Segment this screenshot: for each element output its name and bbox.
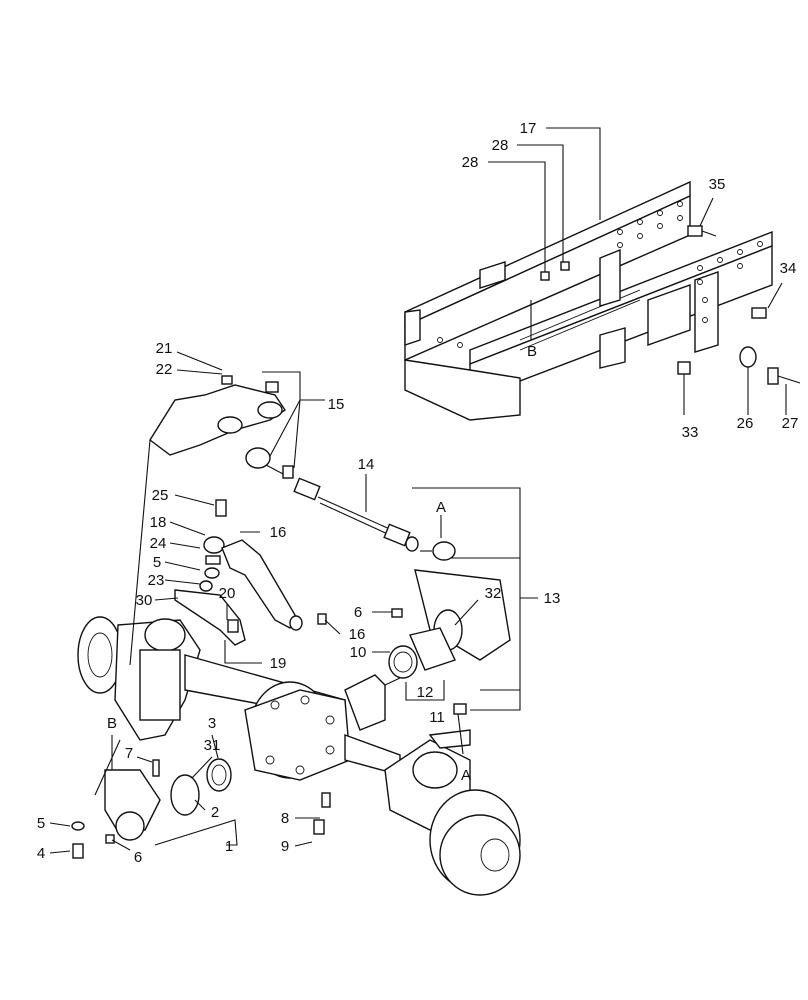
right-bracket-assembly — [388, 569, 511, 679]
callout-23: 23 — [148, 572, 165, 589]
callout-7: 7 — [125, 745, 133, 762]
callout-a-bottom: A — [461, 767, 471, 784]
callout-6-lower: 6 — [134, 849, 142, 866]
callout-9: 9 — [281, 838, 289, 855]
callout-34: 34 — [780, 260, 797, 277]
leader-lines — [49, 127, 787, 854]
callout-b-axle: B — [107, 715, 117, 732]
callout-17: 17 — [520, 120, 537, 137]
callout-22: 22 — [156, 361, 173, 378]
callout-31: 31 — [204, 737, 221, 754]
callout-21: 21 — [156, 340, 173, 357]
callout-16-lower: 16 — [349, 626, 366, 643]
callout-19: 19 — [270, 655, 287, 672]
front-frame-assembly — [404, 180, 801, 421]
tie-rod-assembly — [293, 477, 456, 561]
callout-5-upper: 5 — [153, 554, 161, 571]
callout-1: 1 — [225, 838, 233, 855]
steering-arm-assembly — [149, 375, 294, 479]
left-steering-knuckle — [77, 616, 201, 741]
callout-28-upper: 28 — [492, 137, 509, 154]
callout-4: 4 — [37, 845, 45, 862]
callout-30: 30 — [136, 592, 153, 609]
callout-24: 24 — [150, 535, 167, 552]
callout-2: 2 — [211, 804, 219, 821]
front-axle-housing — [184, 654, 401, 835]
callout-12: 12 — [417, 684, 434, 701]
callout-b-frame: B — [527, 343, 537, 360]
callout-18: 18 — [150, 514, 167, 531]
callout-6-upper: 6 — [354, 604, 362, 621]
callout-8: 8 — [281, 810, 289, 827]
callout-11: 11 — [429, 709, 445, 726]
callout-25: 25 — [152, 487, 169, 504]
callout-13: 13 — [544, 590, 561, 607]
right-steering-knuckle — [384, 703, 521, 896]
callout-26: 26 — [737, 415, 754, 432]
callout-20: 20 — [219, 585, 236, 602]
callout-labels: 17 28 28 35 34 B 33 26 27 21 22 15 14 25… — [37, 120, 799, 866]
callout-a-top: A — [436, 499, 446, 516]
callout-15: 15 — [328, 396, 345, 413]
left-lower-parts — [71, 758, 232, 859]
callout-33: 33 — [682, 424, 699, 441]
callout-35: 35 — [709, 176, 726, 193]
callout-14: 14 — [358, 456, 375, 473]
callout-10: 10 — [350, 644, 367, 661]
callout-3: 3 — [208, 715, 216, 732]
callout-32: 32 — [485, 585, 502, 602]
callout-16-upper: 16 — [270, 524, 287, 541]
drag-link-parts — [174, 499, 327, 646]
callout-5-lower: 5 — [37, 815, 45, 832]
callout-27: 27 — [782, 415, 799, 432]
callout-28-lower: 28 — [462, 154, 479, 171]
